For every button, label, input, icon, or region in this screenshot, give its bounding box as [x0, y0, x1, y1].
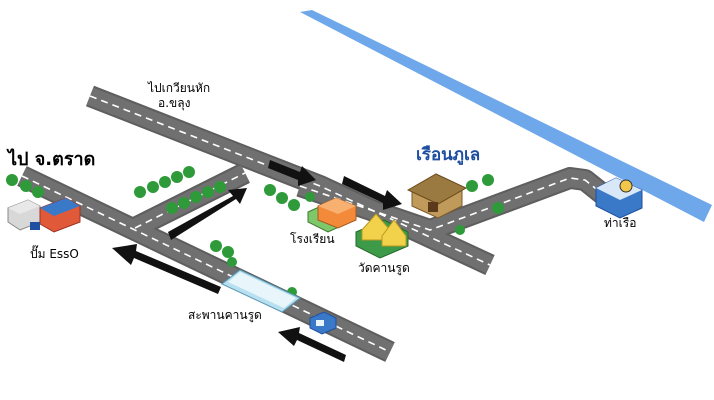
label-temple: วัดคานรูด [358, 261, 410, 275]
pier-building [595, 177, 643, 219]
label-bridge: สะพานคานรูด [188, 308, 262, 322]
bridge [221, 269, 301, 313]
arrow-right-middle [342, 176, 402, 210]
label-gas-station: ปั๊ม EssO [30, 247, 79, 261]
school [307, 197, 357, 233]
booth [309, 311, 337, 335]
tree-cluster-center [134, 166, 226, 214]
label-pier: ท่าเรือ [604, 216, 637, 230]
trees [6, 166, 504, 297]
roads [17, 85, 617, 362]
arrow-up-left-junction [168, 188, 247, 240]
label-to-trat: ไป จ.ตราด [8, 149, 96, 170]
gas-station [7, 197, 81, 233]
sea [300, 10, 712, 222]
tree-cluster-junction [264, 184, 315, 211]
label-resort: เรือนภูเล [416, 145, 481, 165]
tree-cluster-resort [455, 174, 504, 235]
arrow-right-upper [268, 160, 316, 186]
label-to-khao-yai: ไปเกวียนหัก [148, 81, 211, 95]
arrow-left-bottom [278, 327, 346, 362]
label-district: อ.ขลุง [158, 96, 191, 110]
arrow-left-main [112, 244, 221, 294]
temple [355, 213, 409, 259]
resort-house [406, 173, 468, 219]
label-school: โรงเรียน [290, 232, 335, 246]
tree-cluster-left [6, 174, 44, 198]
direction-arrows [112, 160, 402, 362]
